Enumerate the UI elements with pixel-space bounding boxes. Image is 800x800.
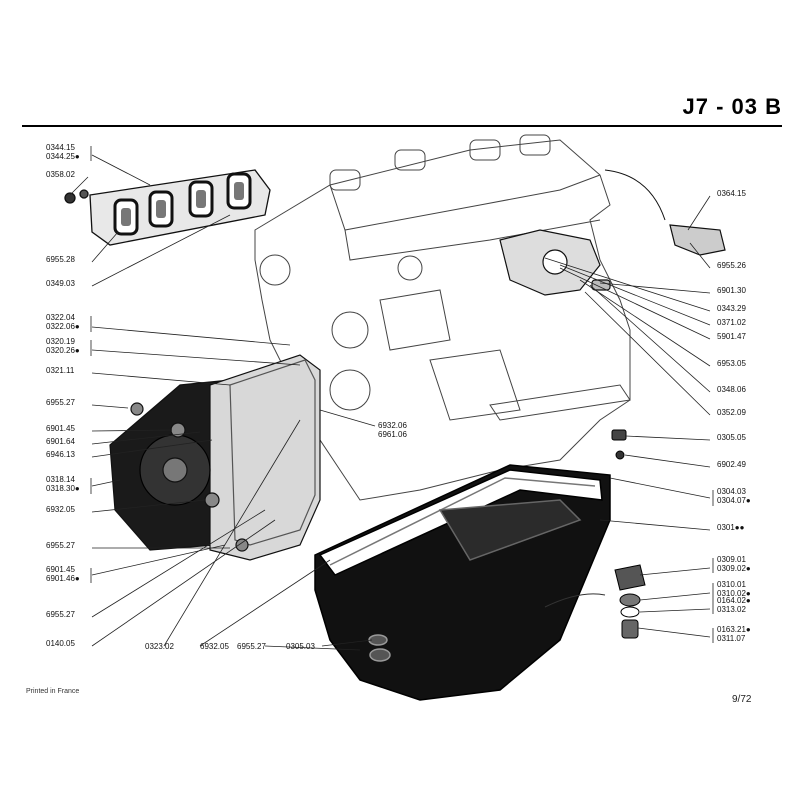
part-label-right: 5901.47 bbox=[717, 332, 746, 341]
label-brackets bbox=[90, 146, 714, 643]
part-label-left: 6901.64 bbox=[46, 437, 75, 446]
part-label-left: 6901.45 bbox=[46, 565, 75, 574]
part-label-left: 0318.30● bbox=[46, 484, 80, 493]
part-label-right: 0305.05 bbox=[717, 433, 746, 442]
part-label-left: 6955.27 bbox=[46, 398, 75, 407]
part-label-left: 0349.03 bbox=[46, 279, 75, 288]
part-label-left: 0344.25● bbox=[46, 152, 80, 161]
drain-plug-drawing bbox=[544, 429, 646, 639]
part-label-right: 0311.07 bbox=[717, 634, 746, 643]
bottom-leader-lines bbox=[163, 409, 376, 651]
part-label-bottom: 6932.05 bbox=[200, 642, 229, 651]
part-label-right: 0164.02● bbox=[717, 596, 751, 605]
part-label-right: 0163.21● bbox=[717, 625, 751, 634]
part-label-right: 0364.15 bbox=[717, 189, 746, 198]
part-label-right: 0309.01 bbox=[717, 555, 746, 564]
part-label-left: 0322.04 bbox=[46, 313, 75, 322]
part-label-right: 0313.02 bbox=[717, 605, 746, 614]
page-number: 9/72 bbox=[732, 694, 752, 705]
part-label-left: 0321.11 bbox=[46, 366, 75, 375]
part-label-right: 0371.02 bbox=[717, 318, 746, 327]
oil-pan-drawing bbox=[314, 464, 611, 701]
part-label-left: 0358.02 bbox=[46, 170, 75, 179]
page-title: J7 - 03 B bbox=[682, 94, 782, 119]
left-leader-lines bbox=[69, 154, 301, 647]
part-label-right: 6953.05 bbox=[717, 359, 746, 368]
part-label-left: 0320.19 bbox=[46, 337, 75, 346]
part-label-center: 6932.06 bbox=[378, 421, 407, 430]
part-label-left: 0322.06● bbox=[46, 322, 80, 331]
part-label-right: 6902.49 bbox=[717, 460, 746, 469]
part-label-left: 6955.28 bbox=[46, 255, 75, 264]
timing-cover-drawing bbox=[109, 354, 321, 561]
part-label-bottom: 0305.03 bbox=[286, 642, 315, 651]
part-label-right: 6901.30 bbox=[717, 286, 746, 295]
part-label-right: 0310.01 bbox=[717, 580, 746, 589]
part-label-left: 6955.27 bbox=[46, 541, 75, 550]
part-label-left: 0344.15 bbox=[46, 143, 75, 152]
part-label-right: 0304.03 bbox=[717, 487, 746, 496]
header-rule bbox=[22, 125, 782, 127]
part-label-left: 0318.14 bbox=[46, 475, 75, 484]
part-label-left: 0140.05 bbox=[46, 639, 75, 648]
part-label-bottom: 6955.27 bbox=[237, 642, 266, 651]
housing-drawing bbox=[499, 169, 726, 296]
part-label-left: 6955.27 bbox=[46, 610, 75, 619]
part-label-left: 6932.05 bbox=[46, 505, 75, 514]
part-label-right: 0301●● bbox=[717, 523, 745, 532]
part-label-left: 6901.45 bbox=[46, 424, 75, 433]
part-label-right: 0310.02● bbox=[717, 589, 751, 598]
part-label-right: 0309.02● bbox=[717, 564, 751, 573]
right-leader-lines bbox=[544, 195, 711, 638]
part-label-left: 6946.13 bbox=[46, 450, 75, 459]
part-label-right: 0343.29 bbox=[717, 304, 746, 313]
part-label-right: 6955.26 bbox=[717, 261, 746, 270]
printed-in-france-note: Printed in France bbox=[26, 688, 80, 695]
part-label-right: 0304.07● bbox=[717, 496, 751, 505]
part-label-bottom: 0323.02 bbox=[145, 642, 174, 651]
part-label-right: 0348.06 bbox=[717, 385, 746, 394]
part-label-left: 6901.46● bbox=[46, 574, 80, 583]
part-label-center: 6961.06 bbox=[378, 430, 407, 439]
part-label-left: 0320.26● bbox=[46, 346, 80, 355]
part-label-right: 0352.09 bbox=[717, 408, 746, 417]
exhaust-manifold-drawing bbox=[64, 169, 271, 246]
